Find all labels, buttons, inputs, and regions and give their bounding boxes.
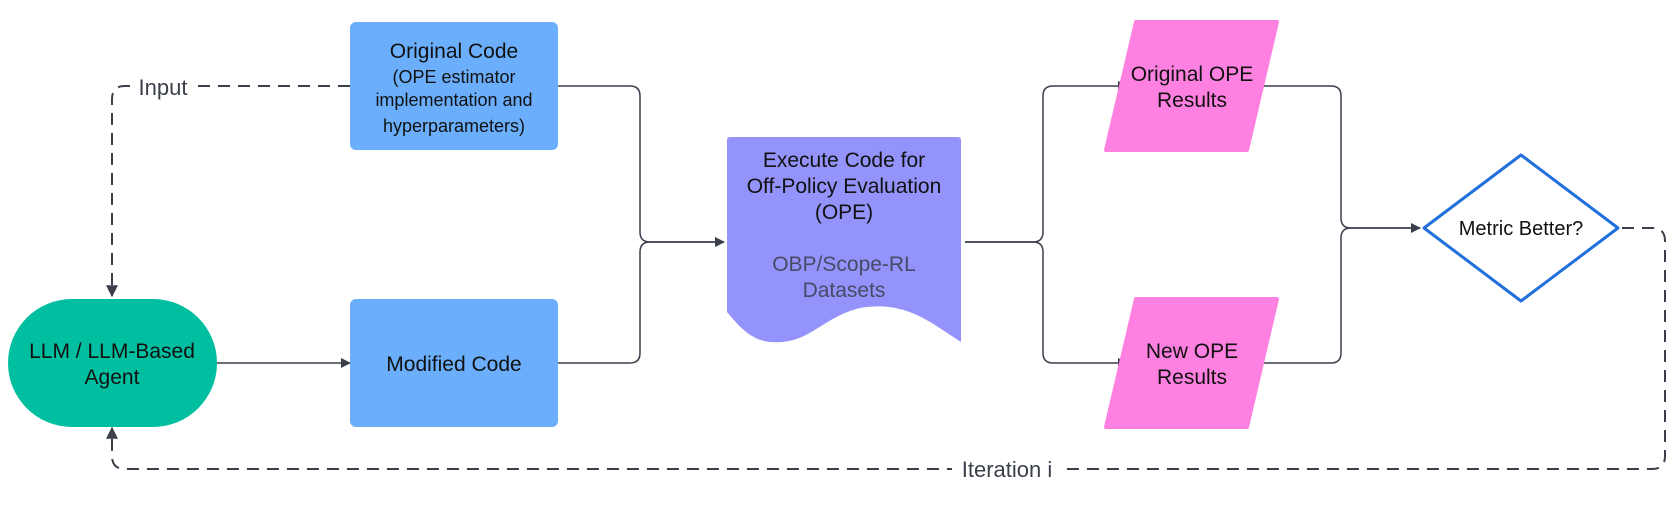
connector-execute-to-original-results xyxy=(965,81,1128,243)
agent-node[interactable]: LLM / LLM-Based Agent xyxy=(8,299,217,427)
decision-label: Metric Better? xyxy=(1459,218,1583,240)
connector-new-results-to-decision xyxy=(1262,227,1420,364)
execute-label-line-3: (OPE) xyxy=(815,201,873,224)
connector-input-dashed xyxy=(106,85,350,298)
original-code-detail-line-3: hyperparameters) xyxy=(383,116,525,136)
connector-execute-to-new-results xyxy=(965,241,1128,368)
agent-label-line-1: LLM / LLM-Based xyxy=(29,340,195,363)
original-results-line-1: Original OPE xyxy=(1131,63,1254,86)
new-results-node[interactable]: New OPE Results xyxy=(1104,297,1279,429)
original-code-box[interactable]: Original Code (OPE estimator implementat… xyxy=(350,22,558,150)
modified-code-box[interactable]: Modified Code xyxy=(350,299,558,427)
execute-label-line-2: Off-Policy Evaluation xyxy=(747,175,942,198)
agent-label-line-2: Agent xyxy=(85,366,140,389)
connector-iteration-dashed xyxy=(106,227,1666,470)
execute-document-node[interactable]: Execute Code for Off-Policy Evaluation (… xyxy=(727,137,961,343)
decision-node[interactable]: Metric Better? xyxy=(1422,153,1620,303)
connector-original-results-to-decision xyxy=(1262,85,1421,233)
execute-dataset-line-1: OBP/Scope-RL xyxy=(772,253,916,276)
edge-label-iteration: Iteration i xyxy=(952,457,1062,483)
new-results-line-2: Results xyxy=(1157,366,1227,389)
modified-code-title: Modified Code xyxy=(386,353,521,376)
original-code-detail-line-2: implementation and xyxy=(375,90,532,110)
connector-modified-to-execute xyxy=(557,241,724,364)
original-code-title: Original Code xyxy=(390,40,518,63)
original-code-detail-line-1: (OPE estimator xyxy=(392,67,515,87)
original-results-line-2: Results xyxy=(1157,89,1227,112)
execute-label-line-1: Execute Code for xyxy=(763,149,925,172)
edge-label-input: Input xyxy=(132,74,194,100)
new-results-line-1: New OPE xyxy=(1146,340,1238,363)
original-results-node[interactable]: Original OPE Results xyxy=(1104,20,1279,152)
execute-dataset-line-2: Datasets xyxy=(803,279,886,302)
connector-original-to-execute xyxy=(557,85,725,247)
svg-text:Iteration i: Iteration i xyxy=(962,457,1053,482)
svg-text:Input: Input xyxy=(139,75,188,100)
